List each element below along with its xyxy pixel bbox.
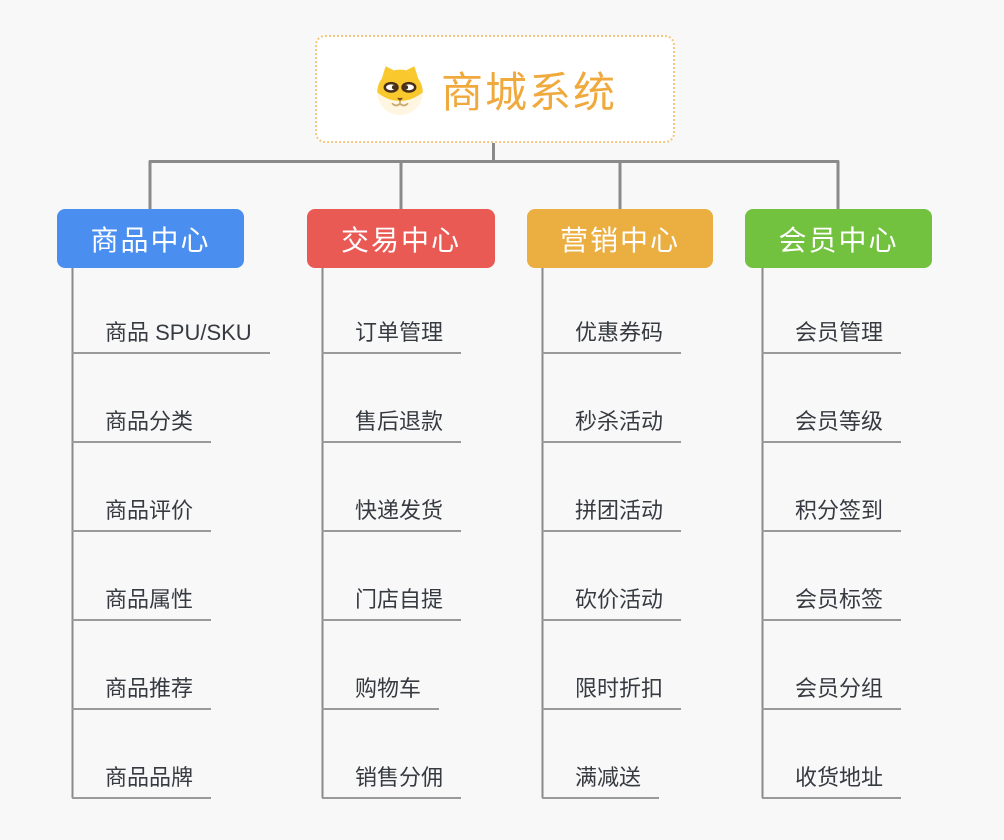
leaf-node[interactable]: 门店自提 [322, 574, 462, 621]
leaf-node[interactable]: 商品 SPU/SKU [72, 307, 270, 354]
leaf-node[interactable]: 秒杀活动 [542, 396, 682, 443]
branch-label: 营销中心 [559, 224, 680, 256]
branch-node-marketing-center[interactable]: 营销中心 [527, 209, 713, 268]
leaf-node[interactable]: 商品品牌 [72, 752, 212, 799]
branch-node-member-center[interactable]: 会员中心 [745, 209, 932, 268]
leaf-node[interactable]: 商品分类 [72, 396, 212, 443]
dog-face-icon [377, 66, 423, 116]
branch-label: 交易中心 [340, 224, 461, 256]
branch-label: 商品中心 [90, 224, 211, 256]
leaf-node[interactable]: 砍价活动 [542, 574, 682, 621]
leaf-node[interactable]: 限时折扣 [542, 663, 682, 710]
branch-label: 会员中心 [778, 224, 899, 256]
leaf-node[interactable]: 销售分佣 [322, 752, 462, 799]
leaf-node[interactable]: 商品属性 [72, 574, 212, 621]
root-title: 商城系统 [440, 68, 617, 116]
leaf-node[interactable]: 拼团活动 [542, 485, 682, 532]
leaf-node[interactable]: 收货地址 [762, 752, 902, 799]
leaf-node[interactable]: 订单管理 [322, 307, 462, 354]
leaf-node[interactable]: 会员等级 [762, 396, 902, 443]
leaf-node[interactable]: 会员分组 [762, 663, 902, 710]
leaf-node[interactable]: 会员管理 [762, 307, 902, 354]
leaf-node[interactable]: 积分签到 [762, 485, 902, 532]
leaf-node[interactable]: 优惠券码 [542, 307, 682, 354]
branch-rail-line [148, 160, 840, 209]
leaf-node[interactable]: 购物车 [322, 663, 440, 710]
branch-node-product-center[interactable]: 商品中心 [57, 209, 244, 268]
leaf-node[interactable]: 商品评价 [72, 485, 212, 532]
leaf-node[interactable]: 商品推荐 [72, 663, 212, 710]
leaf-node[interactable]: 满减送 [542, 752, 660, 799]
leaf-node[interactable]: 快递发货 [322, 485, 462, 532]
branch-node-trade-center[interactable]: 交易中心 [307, 209, 495, 268]
leaf-node[interactable]: 售后退款 [322, 396, 462, 443]
leaf-node[interactable]: 会员标签 [762, 574, 902, 621]
root-node[interactable]: 商城系统 [315, 35, 675, 143]
